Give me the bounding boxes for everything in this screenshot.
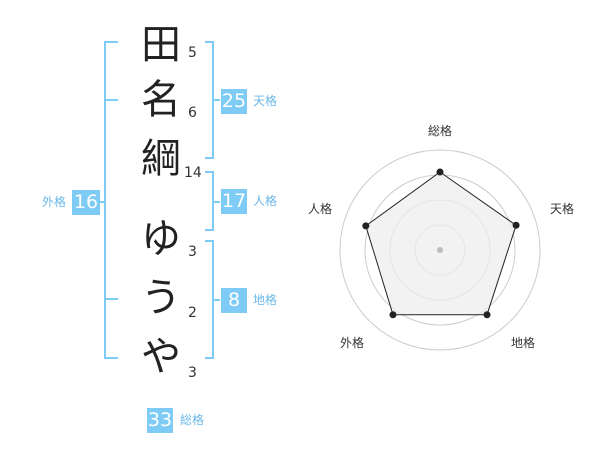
jinkaku-label: 人格 <box>253 194 278 208</box>
name-char-1: 田 <box>141 22 181 68</box>
radar-ring-4 <box>339 149 541 351</box>
radar-point-5 <box>362 222 370 230</box>
radar-label-tenkaku: 天格 <box>550 202 575 216</box>
stroke-count-4: 3 <box>188 244 197 260</box>
gaikaku-score: 16 <box>72 190 100 215</box>
soukaku-score: 33 <box>147 408 173 433</box>
radar-point-1 <box>436 168 444 176</box>
chikaku-bracket <box>205 240 220 359</box>
jinkaku-bracket <box>205 171 220 231</box>
radar-points <box>362 168 520 319</box>
gaikaku-bracket <box>94 41 118 359</box>
name-char-2: 名 <box>141 77 181 123</box>
stroke-count-5: 2 <box>188 305 197 321</box>
radar-point-3 <box>483 311 491 319</box>
radar-point-2 <box>512 221 520 229</box>
radar-label-gaikaku: 外格 <box>340 336 365 350</box>
name-char-6: や <box>141 334 181 380</box>
stroke-count-1: 5 <box>188 45 197 61</box>
radar-label-chikaku: 地格 <box>511 336 536 350</box>
stroke-count-6: 3 <box>188 365 197 381</box>
radar-label-soukaku: 総格 <box>428 124 453 138</box>
name-char-5: う <box>141 275 181 321</box>
stroke-count-3: 14 <box>184 165 202 181</box>
stroke-count-2: 6 <box>188 105 197 121</box>
tenkaku-bracket <box>205 41 220 159</box>
tenkaku-score: 25 <box>221 89 247 114</box>
name-char-4: ゆ <box>141 216 181 262</box>
radar-label-jinkaku: 人格 <box>308 202 333 216</box>
jinkaku-score: 17 <box>221 189 247 214</box>
soukaku-label: 総格 <box>180 413 205 427</box>
gaikaku-label: 外格 <box>42 195 67 209</box>
radar-point-4 <box>389 311 397 319</box>
chikaku-score: 8 <box>221 288 247 313</box>
radar-shape <box>365 171 517 316</box>
name-char-3: 綱 <box>141 136 181 182</box>
radar-center-dot <box>437 247 443 253</box>
tenkaku-label: 天格 <box>253 94 278 108</box>
chikaku-label: 地格 <box>253 293 278 307</box>
